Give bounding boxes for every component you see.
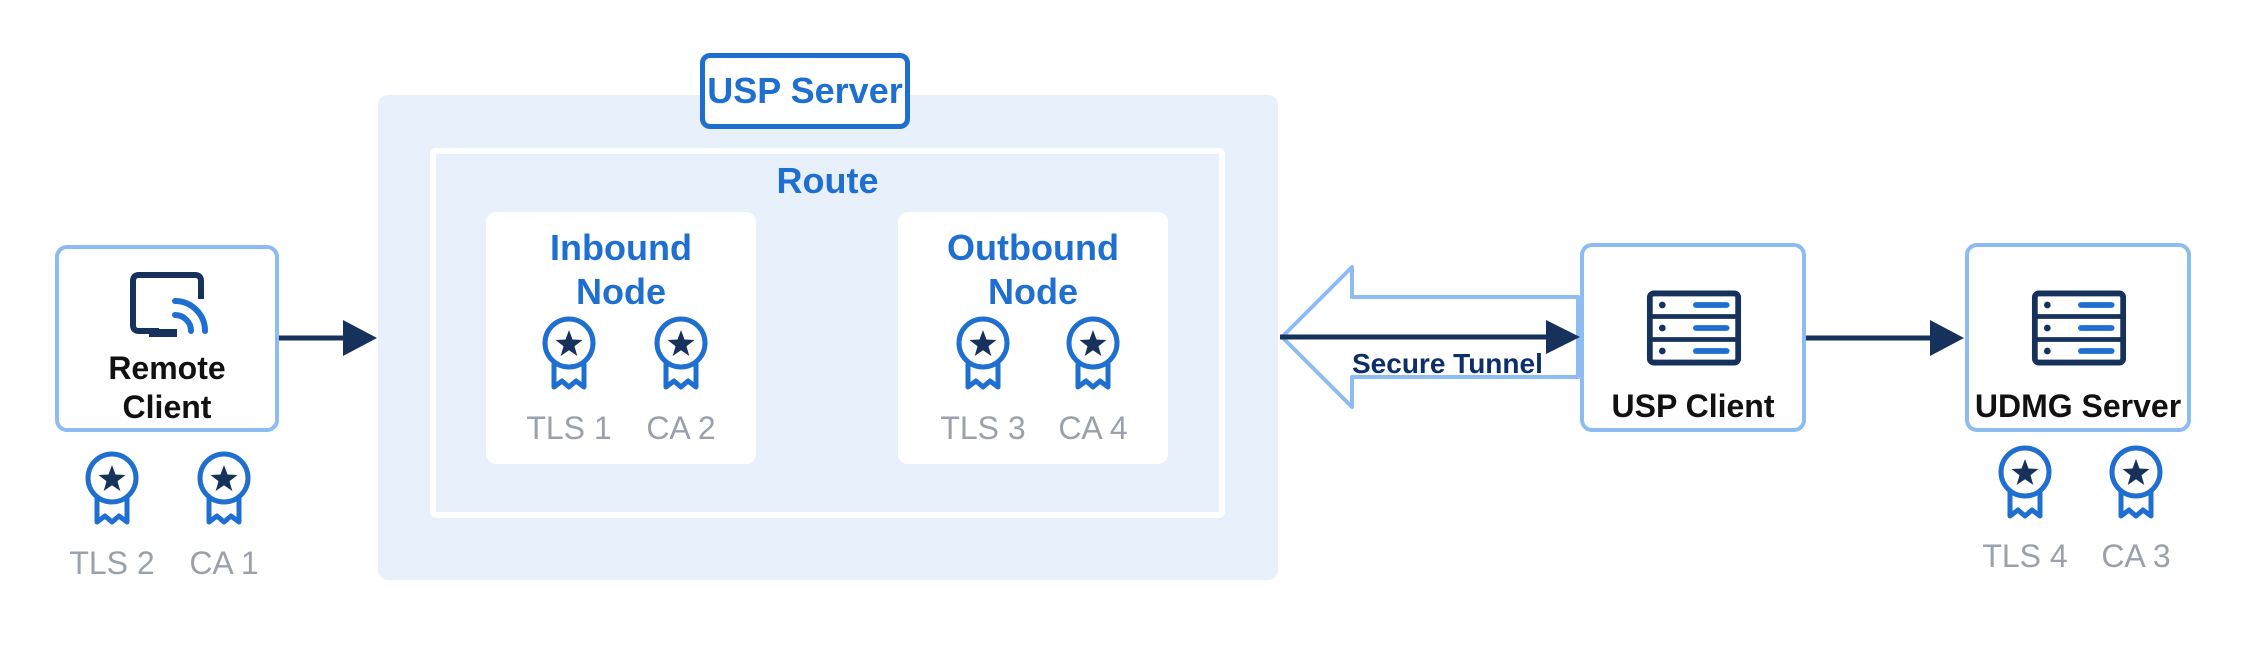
route-title: Route xyxy=(776,160,879,201)
usp-server-title: USP Server xyxy=(707,70,903,111)
cert-label-tls: TLS 3 xyxy=(940,410,1026,446)
certificate-badge-icon xyxy=(2106,444,2166,524)
usp-server-title-box: USP Server xyxy=(700,53,910,129)
secure-tunnel-arrow xyxy=(1280,265,1580,409)
certificate-badge-icon xyxy=(953,315,1013,395)
remote-client-label: Remote Client xyxy=(108,350,226,425)
udmg-server-label: UDMG Server xyxy=(1974,388,2182,424)
arrow-to-usp-server xyxy=(279,320,377,356)
server-rack-icon xyxy=(2031,289,2127,367)
inbound-node-card: Inbound Node TLS 1 CA 2 xyxy=(486,212,756,464)
certificate-badge-icon xyxy=(82,450,142,530)
certificate-badge-icon xyxy=(194,450,254,530)
route-box xyxy=(430,148,1225,518)
usp-client-box: USP Client xyxy=(1580,243,1806,432)
inbound-node-title: Inbound Node xyxy=(550,227,692,312)
arrow-to-udmg-server xyxy=(1806,320,1964,356)
cert-label-tls: TLS 1 xyxy=(526,410,612,446)
outbound-node-card: Outbound Node TLS 3 CA 4 xyxy=(898,212,1168,464)
certificate-badge-icon xyxy=(539,315,599,395)
remote-client-box: Remote Client xyxy=(55,245,279,432)
secure-tunnel-label: Secure Tunnel xyxy=(1352,348,1543,379)
cert-label-ca: CA 2 xyxy=(646,410,716,446)
certificate-badge-icon xyxy=(1995,444,2055,524)
device-broadcast-icon xyxy=(130,272,208,337)
cert-label-ca: CA 1 xyxy=(189,545,259,581)
cert-label-ca: CA 4 xyxy=(1058,410,1128,446)
usp-client-label: USP Client xyxy=(1611,388,1775,424)
cert-label-tls: TLS 2 xyxy=(69,545,155,581)
certificate-badge-icon xyxy=(1063,315,1123,395)
server-rack-icon xyxy=(1646,289,1742,367)
cert-label-ca: CA 3 xyxy=(2101,538,2171,574)
certificate-badge-icon xyxy=(651,315,711,395)
udmg-server-box: UDMG Server xyxy=(1965,243,2191,432)
outbound-node-title: Outbound Node xyxy=(947,227,1119,312)
cert-label-tls: TLS 4 xyxy=(1982,538,2068,574)
